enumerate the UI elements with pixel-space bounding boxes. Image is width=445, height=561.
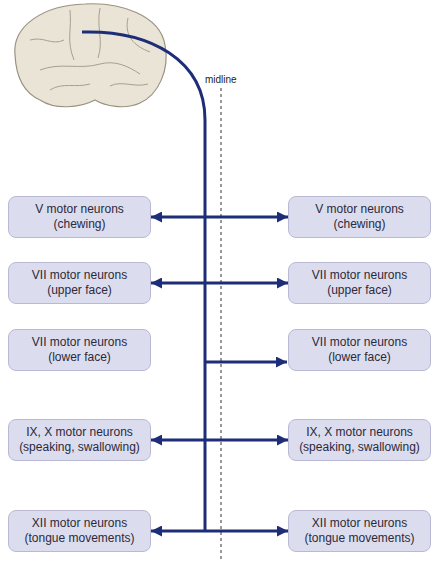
box-text: (upper face) bbox=[47, 283, 112, 298]
connector-layer bbox=[151, 217, 288, 531]
brain-gyri bbox=[30, 8, 150, 90]
neuron-box: VII motor neurons(lower face) bbox=[288, 329, 431, 371]
box-text: VII motor neurons bbox=[312, 268, 407, 283]
box-text: (tongue movements) bbox=[24, 531, 134, 546]
box-text: VII motor neurons bbox=[312, 335, 407, 350]
neuron-box: IX, X motor neurons(speaking, swallowing… bbox=[288, 419, 431, 461]
box-text: IX, X motor neurons bbox=[26, 425, 133, 440]
box-text: IX, X motor neurons bbox=[306, 425, 413, 440]
branch-arrow bbox=[205, 361, 287, 364]
box-text: (speaking, swallowing) bbox=[299, 440, 420, 455]
box-text: V motor neurons bbox=[315, 202, 404, 217]
box-text: XII motor neurons bbox=[32, 516, 127, 531]
midline-dashed bbox=[221, 88, 222, 561]
midline-label: midline bbox=[205, 74, 237, 85]
box-text: (chewing) bbox=[333, 217, 385, 232]
brain-illustration bbox=[15, 4, 166, 107]
box-text: (speaking, swallowing) bbox=[19, 440, 140, 455]
box-text: (lower face) bbox=[48, 350, 111, 365]
brain-outline bbox=[15, 4, 166, 107]
neuron-box: XII motor neurons(tongue movements) bbox=[288, 510, 431, 552]
connector-arrow bbox=[151, 439, 288, 442]
box-text: V motor neurons bbox=[35, 202, 124, 217]
neuron-box: VII motor neurons(upper face) bbox=[8, 262, 151, 304]
box-text: (upper face) bbox=[327, 283, 392, 298]
box-text: VII motor neurons bbox=[32, 268, 127, 283]
neuron-box: IX, X motor neurons(speaking, swallowing… bbox=[8, 419, 151, 461]
neuron-box: VII motor neurons(lower face) bbox=[8, 329, 151, 371]
connector-arrow bbox=[151, 530, 288, 533]
neuron-box: V motor neurons(chewing) bbox=[288, 196, 431, 238]
box-text: (chewing) bbox=[53, 217, 105, 232]
neuron-box: XII motor neurons(tongue movements) bbox=[8, 510, 151, 552]
box-text: (tongue movements) bbox=[304, 531, 414, 546]
connector-arrow bbox=[151, 282, 288, 285]
box-text: VII motor neurons bbox=[32, 335, 127, 350]
box-text: (lower face) bbox=[328, 350, 391, 365]
neuron-box: VII motor neurons(upper face) bbox=[288, 262, 431, 304]
connector-arrow bbox=[151, 216, 288, 219]
box-text: XII motor neurons bbox=[312, 516, 407, 531]
neuron-box: V motor neurons(chewing) bbox=[8, 196, 151, 238]
